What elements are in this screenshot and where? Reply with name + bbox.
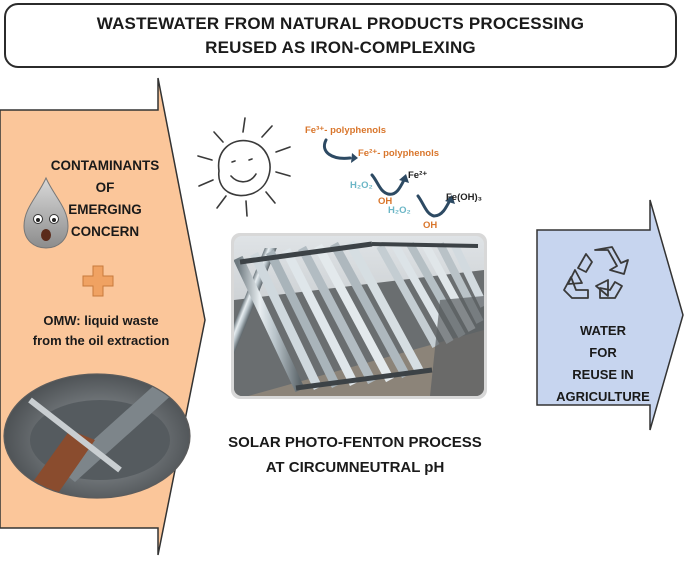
chem-oh-1: OH — [378, 196, 393, 207]
reactor-photo — [231, 233, 487, 399]
contaminants-label: CONTAMINANTS OF EMERGING CONCERN — [50, 158, 160, 239]
omw-label: OMW: liquid waste from the oil extractio… — [32, 313, 170, 348]
title-line-1: WASTEWATER FROM NATURAL PRODUCTS PROCESS… — [96, 13, 585, 33]
right-arrow — [536, 199, 684, 431]
reuse-label: WATER FOR REUSE IN AGRICULTURE — [556, 323, 650, 404]
process-label: SOLAR PHOTO-FENTON PROCESS AT CIRCUMNEUT… — [228, 434, 482, 476]
title-box: WASTEWATER FROM NATURAL PRODUCTS PROCESS… — [4, 3, 677, 68]
chem-h2o2-2: H₂O₂ — [388, 205, 411, 216]
droplet-face-icon — [23, 176, 69, 249]
reactor-tubes — [234, 248, 277, 396]
chem-arrowheads — [351, 153, 455, 204]
chem-arrows — [323, 138, 452, 218]
title-line-2: REUSED AS IRON-COMPLEXING — [205, 37, 476, 57]
chem-oh-2: OH — [423, 220, 438, 231]
recycle-icon — [563, 246, 629, 299]
chem-h2o2-1: H₂O₂ — [350, 180, 373, 191]
sun-icon — [197, 117, 291, 217]
plus-icon — [82, 265, 114, 297]
chem-fe2: Fe²⁺ — [408, 170, 428, 181]
chem-fe3-polyphenols: Fe³⁺- polyphenols — [305, 125, 387, 136]
chem-feoh3: Fe(OH)₃ — [446, 192, 483, 203]
omw-photo — [4, 374, 190, 498]
chem-fe2-polyphenols: Fe²⁺- polyphenols — [358, 148, 440, 159]
